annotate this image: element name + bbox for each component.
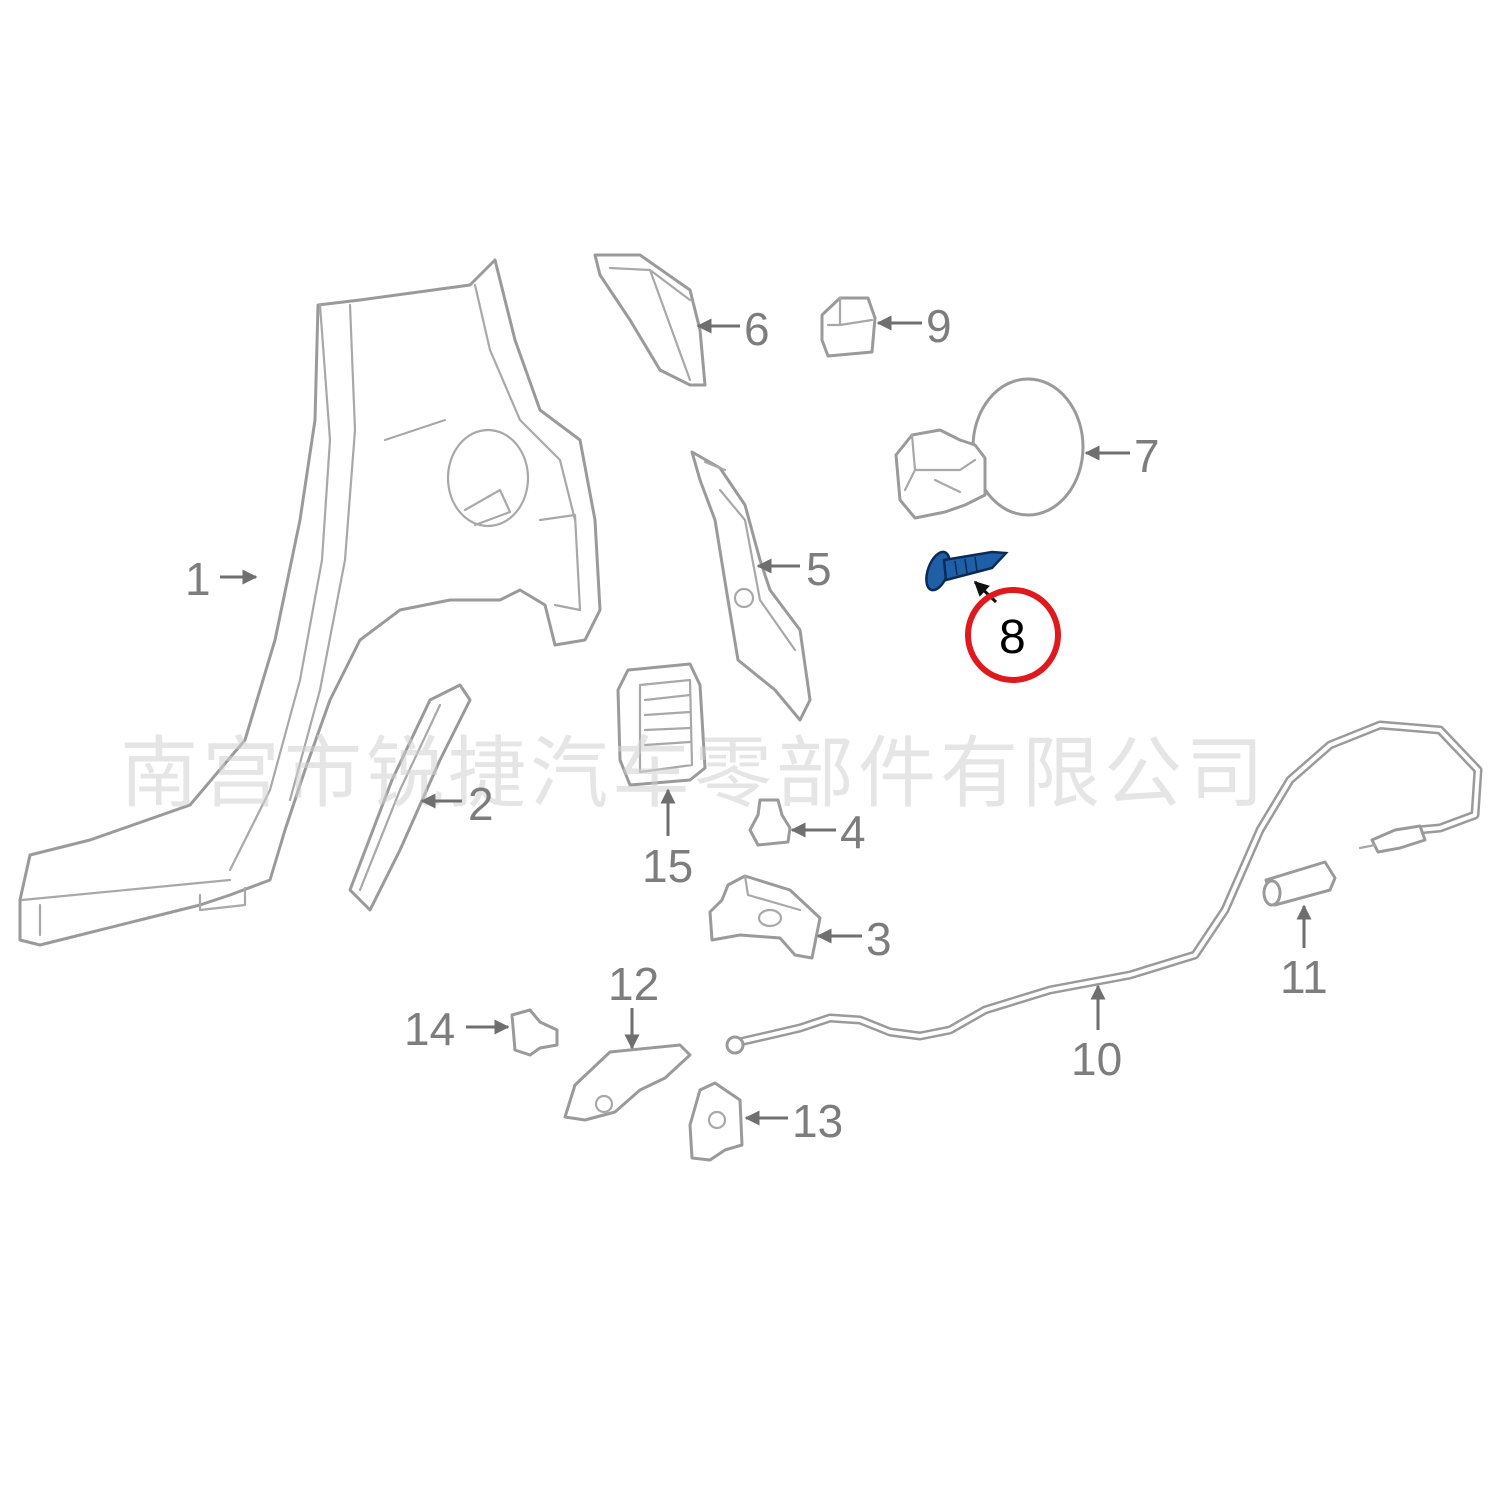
fuel-door-housing-reinforcement: [690, 450, 812, 722]
callout-13: 13: [792, 1095, 843, 1147]
callout-9: 9: [926, 300, 952, 352]
clip-9: [820, 296, 877, 358]
fuel-door-release-cable: [725, 720, 1483, 1055]
bracket-13: [688, 1081, 744, 1162]
callout-12: 12: [608, 958, 659, 1010]
callout-10: 10: [1071, 1033, 1122, 1085]
screw-highlighted: [925, 550, 1009, 592]
bracket-3: [708, 874, 822, 960]
callout-2: 2: [468, 778, 494, 830]
clip-14: [510, 1008, 559, 1057]
callout-1: 1: [185, 553, 211, 605]
clip-4: [748, 798, 792, 847]
cable-cap: [1262, 860, 1337, 907]
weather-strip: [348, 683, 472, 912]
quarter-panel: [18, 258, 602, 947]
fuel-lid-housing: [616, 662, 707, 787]
callout-7: 7: [1134, 430, 1160, 482]
callout-3: 3: [866, 913, 892, 965]
callout-4: 4: [840, 806, 866, 858]
callout-5: 5: [806, 543, 832, 595]
highlight-ring: [965, 587, 1061, 683]
callout-8: 8: [999, 611, 1026, 664]
fuel-filler-door: [894, 377, 1085, 520]
callout-14: 14: [404, 1003, 455, 1055]
callout-6: 6: [744, 303, 770, 355]
callout-15: 15: [642, 840, 693, 892]
lock-bracket-12: [563, 1043, 692, 1122]
filler-bracket: [593, 253, 707, 387]
callout-11: 11: [1280, 951, 1328, 1003]
watermark-text: 南宫市锐捷汽车零部件有限公司: [120, 729, 1268, 819]
